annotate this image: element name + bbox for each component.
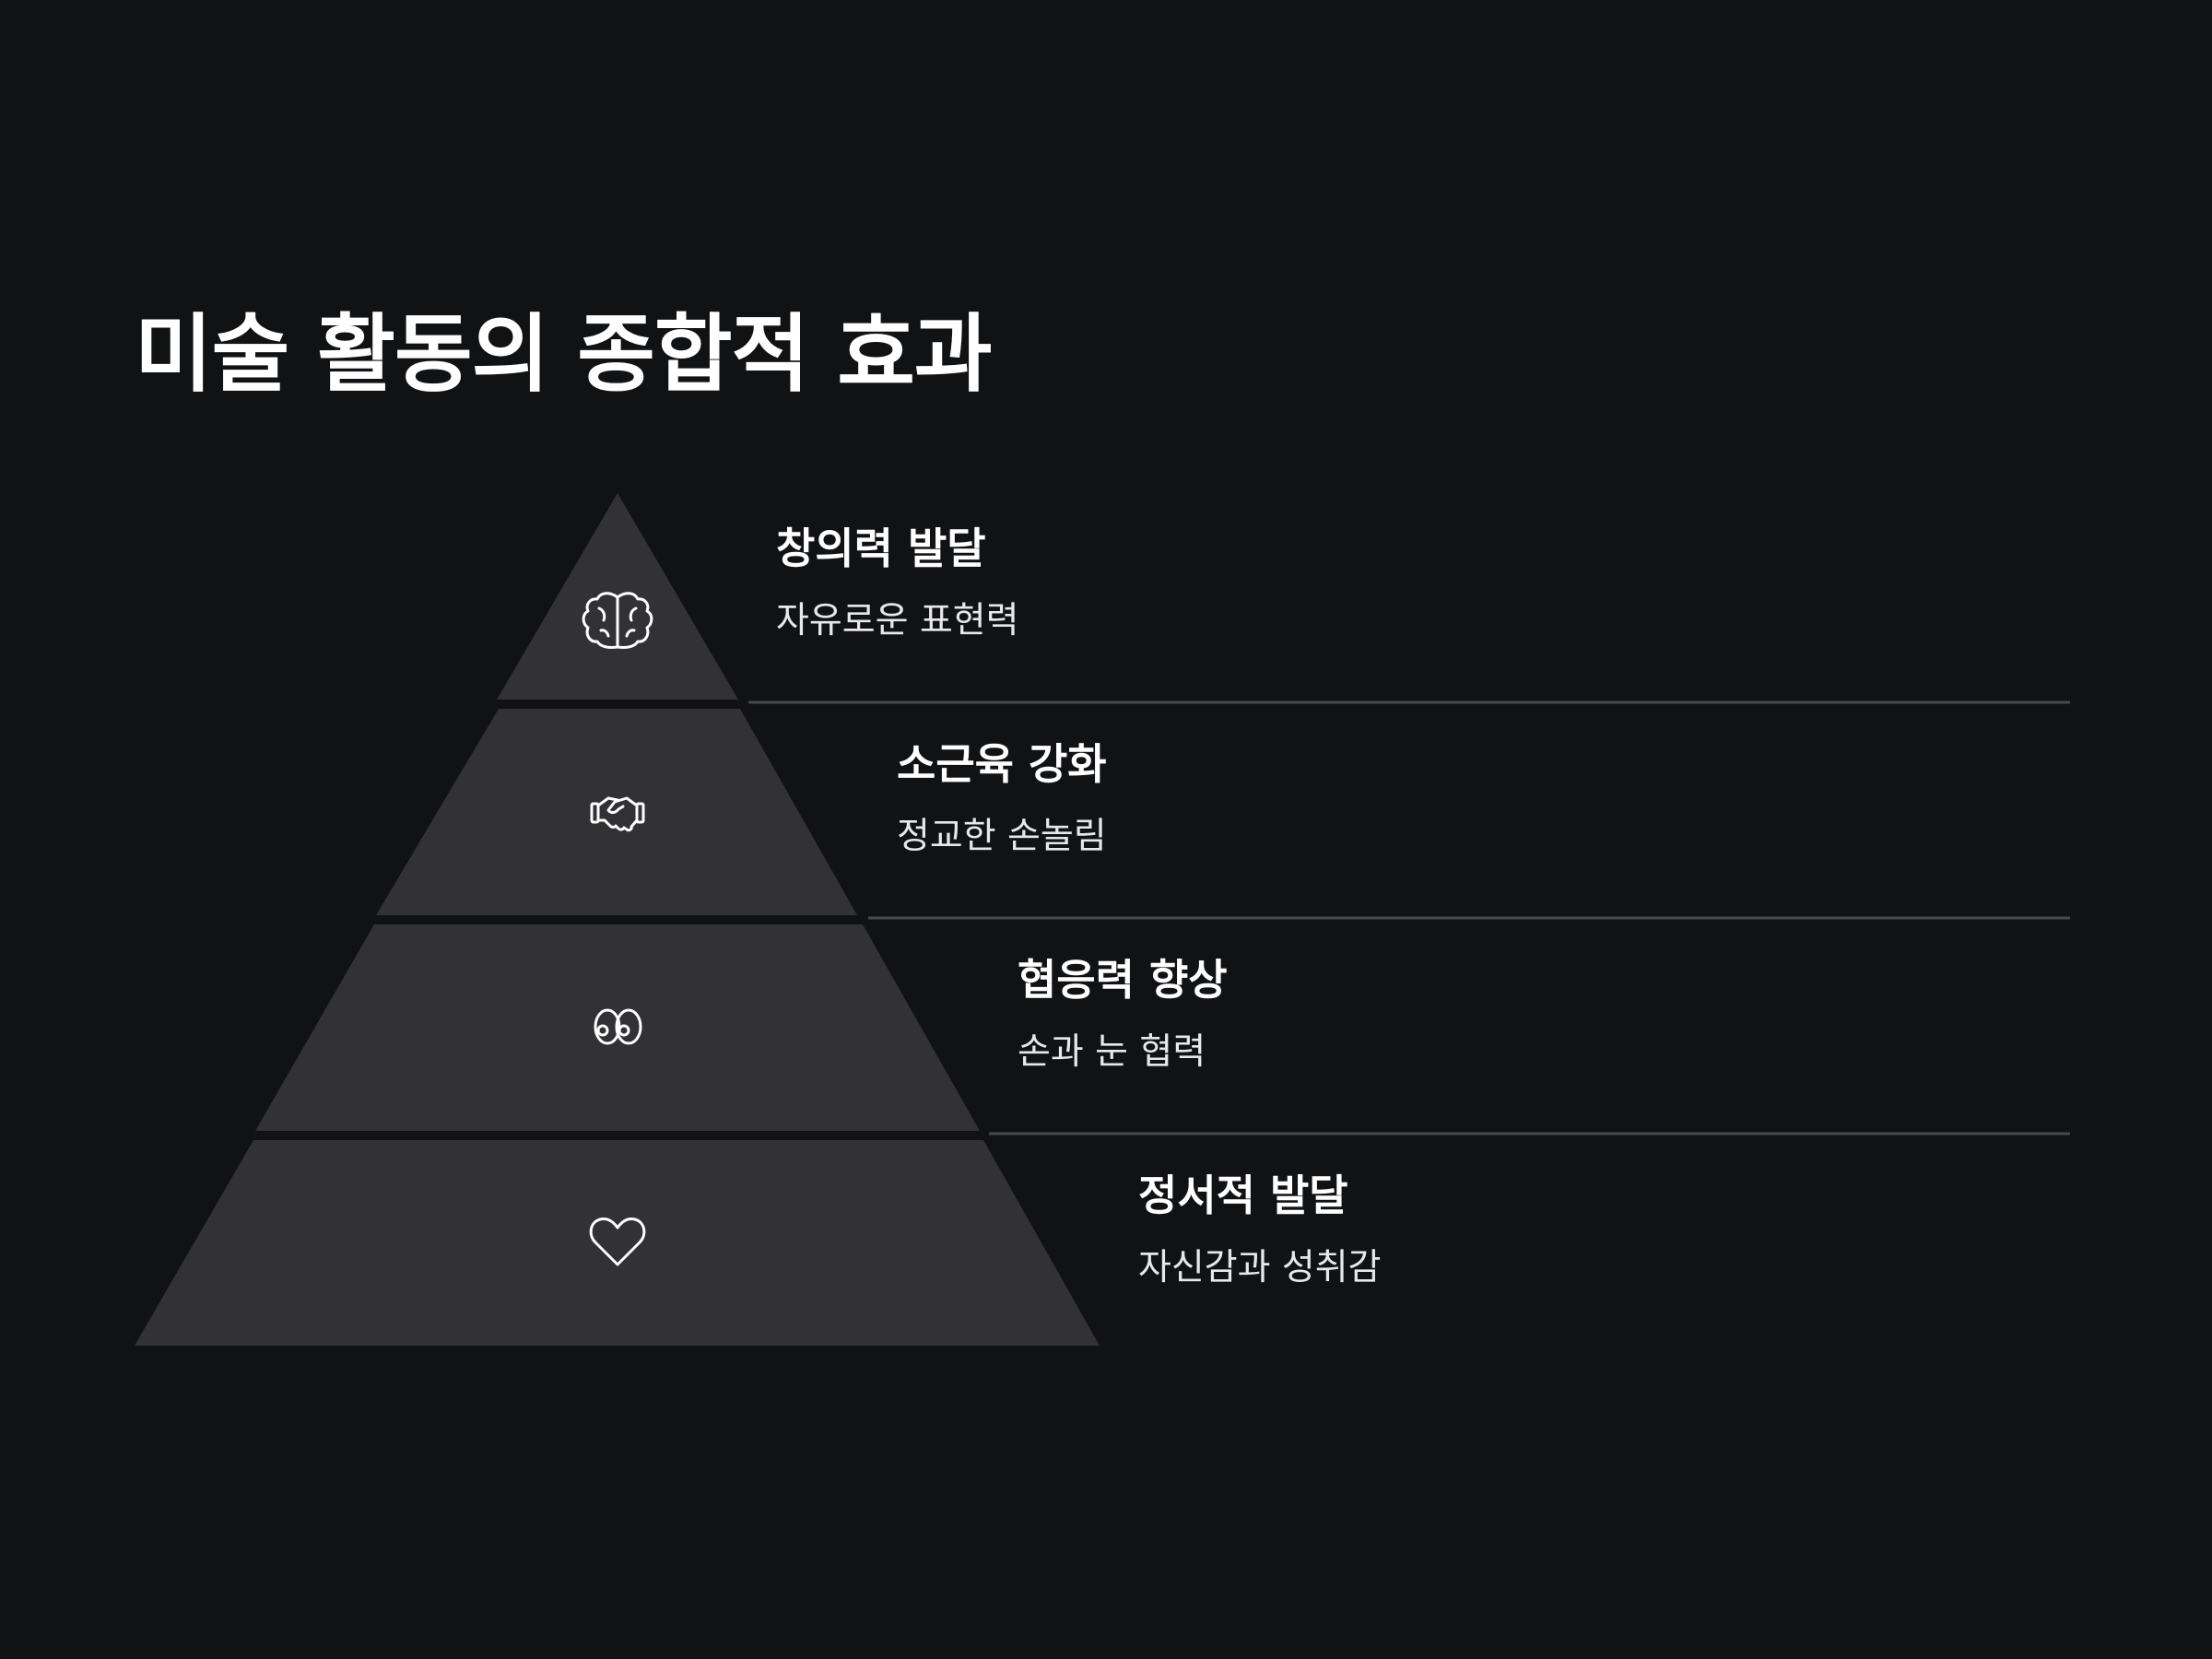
tier-heading: 정서적 발달 bbox=[1138, 1171, 1348, 1220]
page-title: 미술 활동의 종합적 효과 bbox=[135, 305, 992, 404]
tier-description: 자유로운 표현력 bbox=[776, 600, 1019, 642]
tier-label-4: 정서적 발달 자신감과 성취감 bbox=[1138, 1171, 1382, 1290]
handshake-icon bbox=[590, 796, 645, 832]
tier-label-3: 협응력 향상 손과 눈 협력 bbox=[1018, 955, 1228, 1075]
tier-heading: 소근육 강화 bbox=[897, 739, 1107, 789]
heart-icon bbox=[589, 1218, 646, 1266]
brain-icon bbox=[582, 592, 653, 649]
pyramid-tier-4 bbox=[135, 1140, 1100, 1346]
tier-description: 정교한 손놀림 bbox=[897, 816, 1107, 858]
eyes-icon bbox=[594, 1008, 642, 1045]
tier-heading: 창의력 발달 bbox=[776, 524, 986, 573]
tier-label-2: 소근육 강화 정교한 손놀림 bbox=[897, 739, 1107, 859]
tier-description: 자신감과 성취감 bbox=[1138, 1247, 1382, 1289]
tier-heading: 협응력 향상 bbox=[1018, 955, 1228, 1005]
tier-description: 손과 눈 협력 bbox=[1018, 1031, 1206, 1074]
tier-label-1: 창의력 발달 자유로운 표현력 bbox=[776, 524, 1019, 643]
